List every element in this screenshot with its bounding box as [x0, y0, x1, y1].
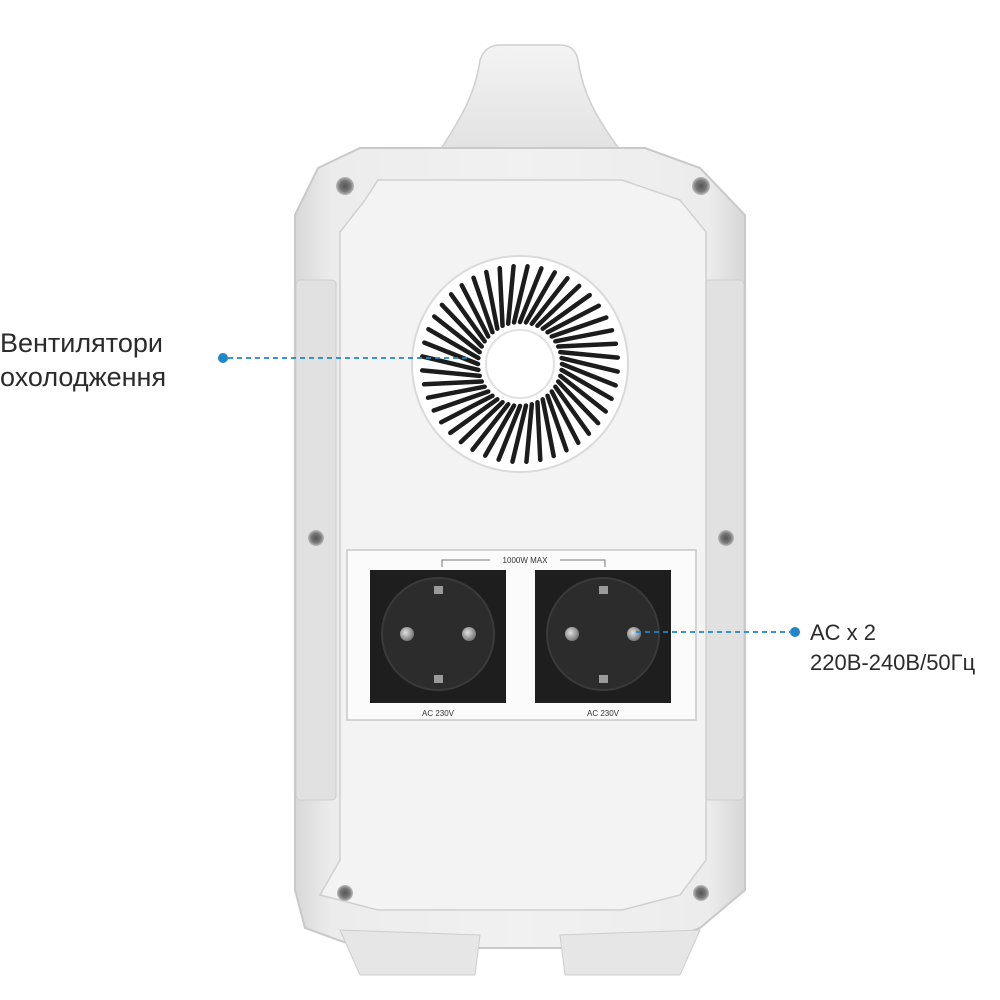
fan-slot: [431, 389, 491, 413]
fan-slot: [555, 341, 619, 349]
ac-callout-line-1: AC x 2: [810, 620, 877, 645]
fan-slot: [432, 314, 482, 355]
screw-icon: [308, 530, 324, 546]
ac-callout-line-2: 220В-240В/50Гц: [810, 650, 976, 675]
foot-left: [339, 929, 481, 976]
fan-slot: [555, 379, 601, 426]
fan-slot: [540, 292, 592, 331]
fan-slot: [496, 403, 523, 462]
fan-slot: [553, 384, 592, 436]
callout-ac: [636, 627, 800, 637]
fan-slot: [419, 368, 482, 379]
carry-handle: [438, 44, 622, 151]
ac-socket-2: AC 230V: [535, 570, 671, 718]
fan-slot: [421, 379, 485, 387]
fan-slot: [529, 276, 570, 326]
callout-dot-icon: [790, 627, 800, 637]
fan-slot: [524, 402, 535, 465]
fan-slot: [439, 302, 485, 349]
fan-slot: [559, 367, 614, 402]
fan-slot: [505, 263, 516, 326]
fan-slot: [459, 282, 491, 339]
screw-icon: [337, 885, 353, 901]
socket-pin-hole: [462, 627, 476, 641]
fan-slot: [448, 292, 487, 344]
fan-slot: [535, 283, 582, 329]
screw-icon: [693, 885, 709, 901]
max-label: 1000W MAX: [503, 556, 549, 565]
ac-outlet-panel: 1000W MAX AC 230V AC 230V: [346, 549, 697, 721]
callout-fan: [218, 353, 470, 363]
fan-slot: [510, 403, 529, 464]
socket-pin-hole: [565, 627, 579, 641]
fan-callout-line-2: охолодження: [0, 362, 167, 392]
fan-slot: [517, 266, 544, 325]
fan-slot: [470, 402, 511, 452]
fan-slot: [471, 275, 495, 335]
fan-slot: [458, 399, 505, 445]
fan-callout-label: Вентилятори охолодження: [0, 326, 166, 394]
fan-slot: [497, 265, 505, 329]
fan-slot: [426, 326, 481, 361]
callout-dot-icon: [218, 353, 228, 363]
fan-slot: [448, 397, 500, 436]
fan-slot: [438, 393, 495, 425]
socket-pin-hole: [400, 627, 414, 641]
fan-slot: [540, 397, 556, 459]
screw-icon: [718, 530, 734, 546]
fan-slot: [559, 355, 620, 374]
fan-slot: [559, 361, 618, 388]
fan-slot: [420, 354, 481, 373]
ac-socket-1: AC 230V: [370, 570, 506, 718]
screw-icon: [336, 177, 354, 195]
fan-slot: [558, 373, 608, 414]
fan-slot: [545, 303, 602, 335]
fan-slot: [482, 403, 517, 458]
fan-slot: [523, 270, 558, 325]
ac-callout-label: AC x 2 220В-240В/50Гц: [810, 618, 975, 678]
foot-right: [559, 929, 701, 976]
fan-callout-line-1: Вентилятори: [0, 328, 163, 358]
fan-slot: [535, 399, 543, 463]
socket-pin-hole: [627, 627, 641, 641]
fan-slot: [422, 340, 481, 367]
fan-slot: [549, 389, 581, 446]
cooling-fan-grille: [411, 255, 629, 473]
fan-slot: [558, 349, 621, 360]
screw-icon: [692, 177, 710, 195]
fan-slot: [511, 264, 530, 325]
fan-slot: [484, 269, 500, 331]
screws: [308, 177, 734, 901]
fan-slot: [545, 393, 569, 453]
outlet-label: AC 230V: [422, 709, 455, 718]
fan-slot: [425, 384, 487, 400]
fan-slot: [553, 328, 615, 344]
fan-slot: [549, 315, 609, 339]
outlet-label: AC 230V: [587, 709, 620, 718]
